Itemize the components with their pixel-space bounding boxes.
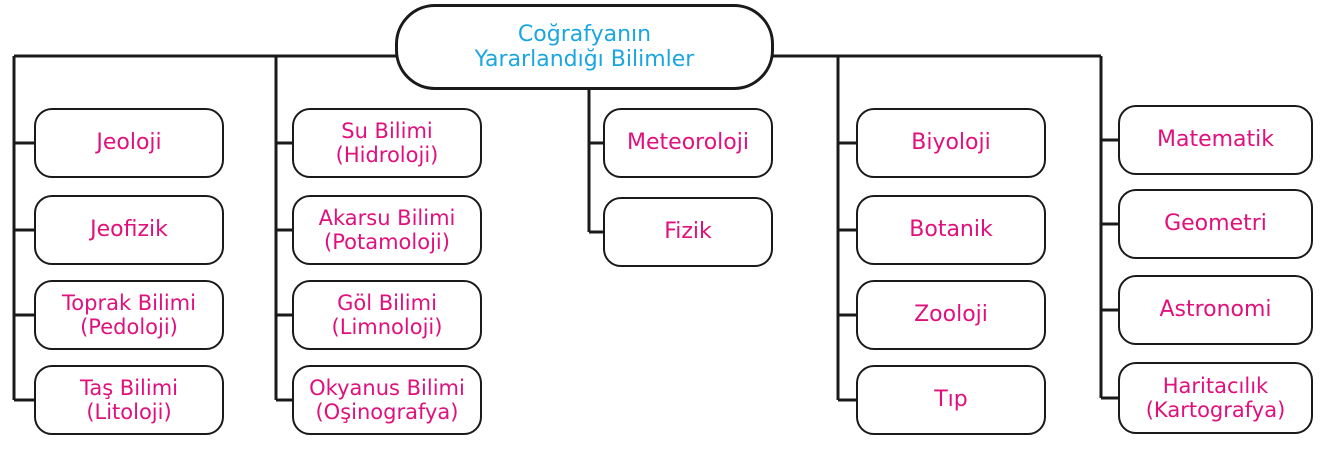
node-label: Haritacılık [1162,373,1269,398]
node-sublabel: (Pedoloji) [80,315,178,339]
node-label: Su Bilimi [341,118,433,143]
node-label: Toprak Bilimi [62,290,196,315]
root-title-line2: Yararlandığı Bilimler [474,47,695,72]
node-geometri: Geometri [1118,189,1313,259]
root-title-line1: Coğrafyanın [517,21,652,47]
node-label: Akarsu Bilimi [318,205,456,230]
node-gol-bilimi: Göl Bilimi (Limnoloji) [292,280,482,350]
node-zooloji: Zooloji [856,280,1046,350]
node-sublabel: (Litoloji) [86,400,172,424]
node-label: Okyanus Bilimi [309,375,465,400]
node-toprak-bilimi: Toprak Bilimi (Pedoloji) [34,280,224,350]
node-label: Matematik [1156,127,1274,153]
node-label: Zooloji [914,302,988,328]
node-sublabel: (Potamoloji) [324,230,450,254]
node-tas-bilimi: Taş Bilimi (Litoloji) [34,365,224,435]
node-biyoloji: Biyoloji [856,108,1046,178]
node-okyanus-bilimi: Okyanus Bilimi (Oşinografya) [292,365,482,435]
node-su-bilimi: Su Bilimi (Hidroloji) [292,108,482,178]
node-sublabel: (Hidroloji) [335,143,439,167]
node-label: Taş Bilimi [79,375,179,400]
node-label: Biyoloji [911,130,991,156]
node-sublabel: (Oşinografya) [315,400,459,424]
node-tip: Tıp [856,365,1046,435]
root-node: Coğrafyanın Yararlandığı Bilimler [395,4,774,90]
node-label: Meteoroloji [627,130,749,156]
node-label: Geometri [1164,211,1267,237]
node-label: Göl Bilimi [337,290,437,315]
node-label: Jeoloji [96,130,162,156]
node-akarsu-bilimi: Akarsu Bilimi (Potamoloji) [292,195,482,265]
node-jeoloji: Jeoloji [34,108,224,178]
node-botanik: Botanik [856,195,1046,265]
node-sublabel: (Limnoloji) [331,315,443,339]
node-jeofizik: Jeofizik [34,195,224,265]
node-matematik: Matematik [1118,105,1313,175]
node-meteoroloji: Meteoroloji [603,108,773,178]
node-label: Fizik [664,219,712,245]
node-sublabel: (Kartografya) [1145,398,1286,422]
node-label: Tıp [934,387,968,413]
node-label: Jeofizik [90,217,168,243]
node-astronomi: Astronomi [1118,275,1313,345]
node-fizik: Fizik [603,197,773,267]
node-haritacilik: Haritacılık (Kartografya) [1118,362,1313,434]
node-label: Astronomi [1159,297,1272,323]
node-label: Botanik [909,217,993,243]
